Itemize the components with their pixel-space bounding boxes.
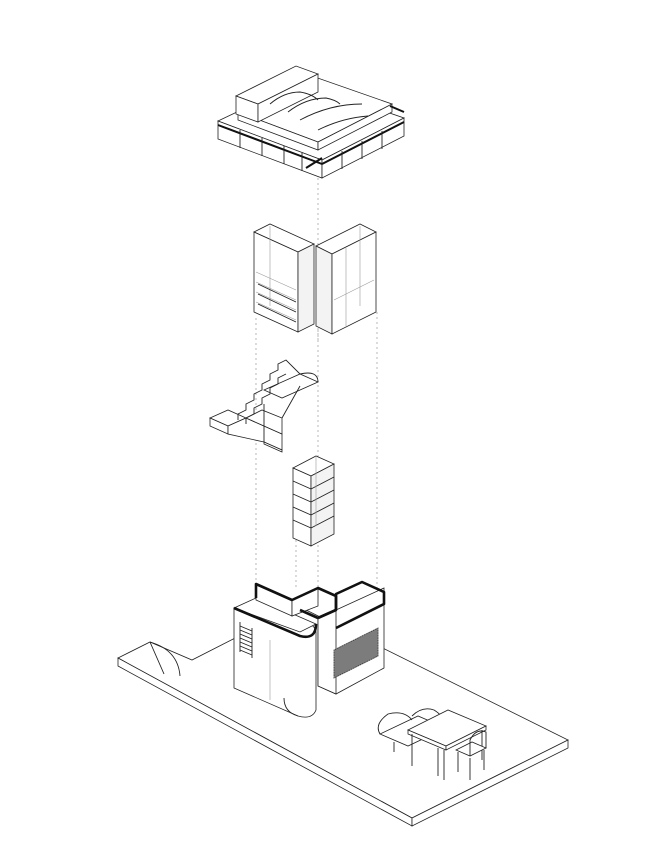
bookshelf: [292, 455, 335, 547]
stair: [209, 359, 319, 453]
floor-slab: [117, 605, 569, 827]
desk-and-chair: [377, 708, 487, 780]
wardrobe-module: [253, 223, 377, 335]
base-enclosure: [232, 580, 386, 718]
bed-platform: [216, 65, 406, 179]
